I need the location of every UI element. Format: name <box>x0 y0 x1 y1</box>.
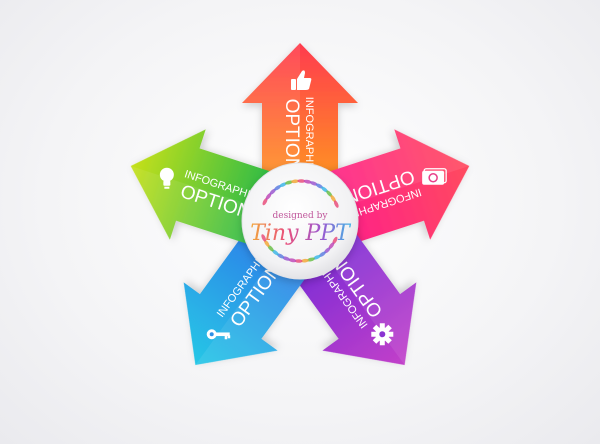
arrows-group: INFOGRAPHICOPTIONINFOGRAPHICOPTIONINFOGR… <box>130 43 470 366</box>
arrow-shape-top <box>242 43 358 191</box>
cash-icon <box>422 168 447 185</box>
arrow-title-top: INFOGRAPHIC <box>303 97 315 173</box>
arrow-label-top: OPTION <box>281 99 302 172</box>
thumbs-up-icon <box>291 70 312 90</box>
leaf-wreath-icon <box>261 179 339 263</box>
logo-top-text: designed by <box>273 211 329 221</box>
tinyppt-logo: designed by Tiny PPT <box>250 179 352 263</box>
lightbulb-icon <box>159 167 174 189</box>
gear-icon <box>371 323 394 346</box>
logo-main-text: Tiny PPT <box>250 221 352 246</box>
key-icon <box>206 329 231 340</box>
